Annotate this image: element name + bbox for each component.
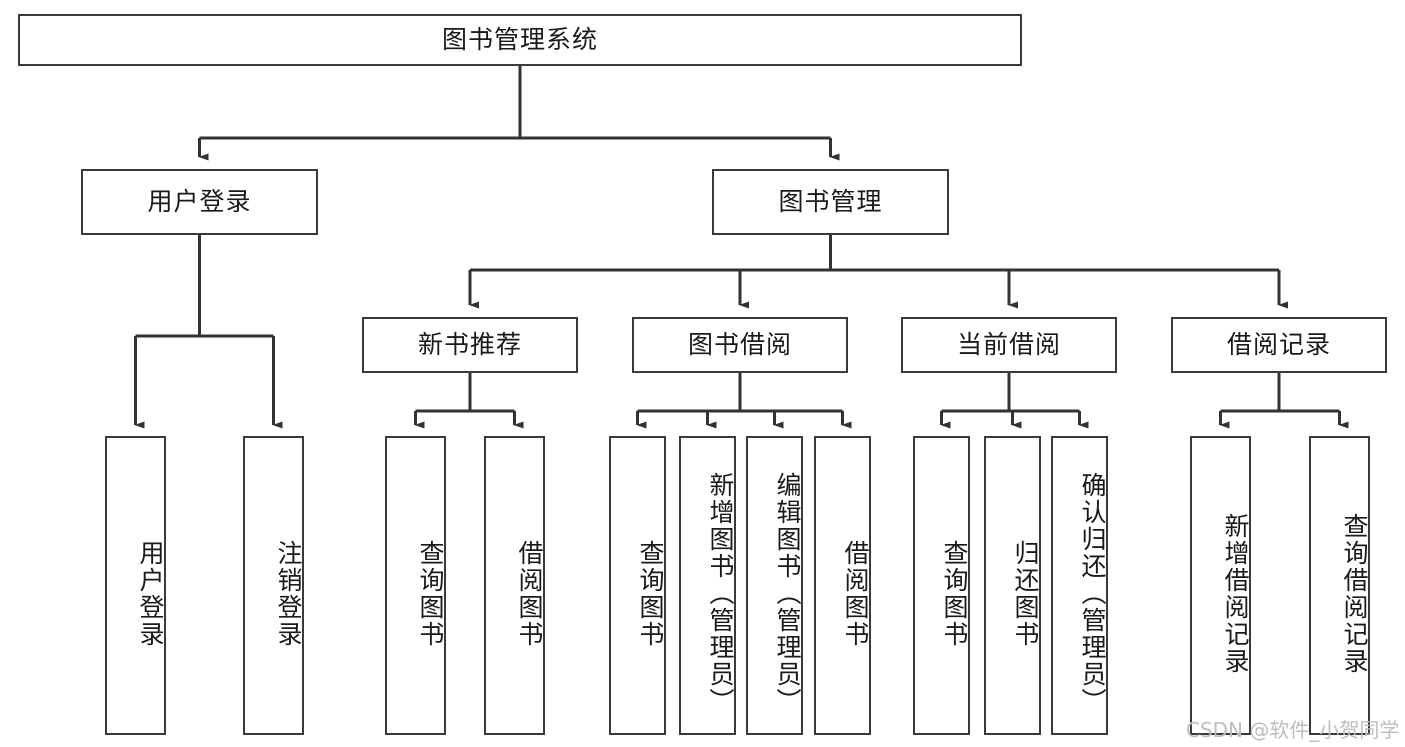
node-leaf-user-login[interactable]: 用户登录 xyxy=(105,436,166,735)
csdn-watermark: CSDN @软件_小贺同学 xyxy=(1186,718,1400,742)
node-label: 图书管理 xyxy=(778,187,883,217)
node-leaf-query-borrow-record[interactable]: 查询借阅记录 xyxy=(1309,436,1370,735)
node-label: 查询借阅记录 xyxy=(1340,512,1369,675)
node-leaf-user-logout[interactable]: 注销登录 xyxy=(243,436,304,735)
node-label: 编辑图书（管理员） xyxy=(773,472,802,715)
node-leaf-confirm-return-admin[interactable]: 确认归还（管理员） xyxy=(1051,436,1108,735)
node-label: 借阅图书 xyxy=(841,539,870,648)
node-new-book-recommend[interactable]: 新书推荐 xyxy=(362,317,578,373)
node-label: 借阅图书 xyxy=(515,539,544,648)
node-label: 查询图书 xyxy=(940,539,969,648)
node-leaf-query-book-current[interactable]: 查询图书 xyxy=(913,436,970,735)
node-label: 当前借阅 xyxy=(956,330,1061,360)
node-label: 用户登录 xyxy=(136,539,165,648)
node-label: 确认归还（管理员） xyxy=(1078,472,1107,715)
node-leaf-borrow-book[interactable]: 借阅图书 xyxy=(814,436,871,735)
node-label: 图书管理系统 xyxy=(441,25,598,55)
node-label: 借阅记录 xyxy=(1226,330,1331,360)
node-book-borrow[interactable]: 图书借阅 xyxy=(632,317,848,373)
node-label: 归还图书 xyxy=(1011,539,1040,648)
node-book-manage[interactable]: 图书管理 xyxy=(712,169,949,235)
node-current-borrow[interactable]: 当前借阅 xyxy=(901,317,1117,373)
node-label: 用户登录 xyxy=(147,187,252,217)
node-root[interactable]: 图书管理系统 xyxy=(18,14,1022,66)
node-label: 新增借阅记录 xyxy=(1221,512,1250,675)
node-leaf-borrow-book-recommend[interactable]: 借阅图书 xyxy=(484,436,545,735)
node-leaf-return-book[interactable]: 归还图书 xyxy=(984,436,1041,735)
node-label: 新书推荐 xyxy=(417,330,522,360)
node-leaf-add-borrow-record[interactable]: 新增借阅记录 xyxy=(1190,436,1251,735)
node-label: 注销登录 xyxy=(274,539,303,648)
node-user-login[interactable]: 用户登录 xyxy=(81,169,318,235)
node-label: 图书借阅 xyxy=(687,330,792,360)
node-label: 新增图书（管理员） xyxy=(706,472,735,715)
node-label: 查询图书 xyxy=(636,539,665,648)
node-leaf-query-book-borrow[interactable]: 查询图书 xyxy=(609,436,666,735)
node-leaf-edit-book-admin[interactable]: 编辑图书（管理员） xyxy=(746,436,803,735)
node-borrow-record[interactable]: 借阅记录 xyxy=(1171,317,1387,373)
node-leaf-add-book-admin[interactable]: 新增图书（管理员） xyxy=(679,436,736,735)
node-leaf-query-book-recommend[interactable]: 查询图书 xyxy=(385,436,446,735)
node-label: 查询图书 xyxy=(416,539,445,648)
